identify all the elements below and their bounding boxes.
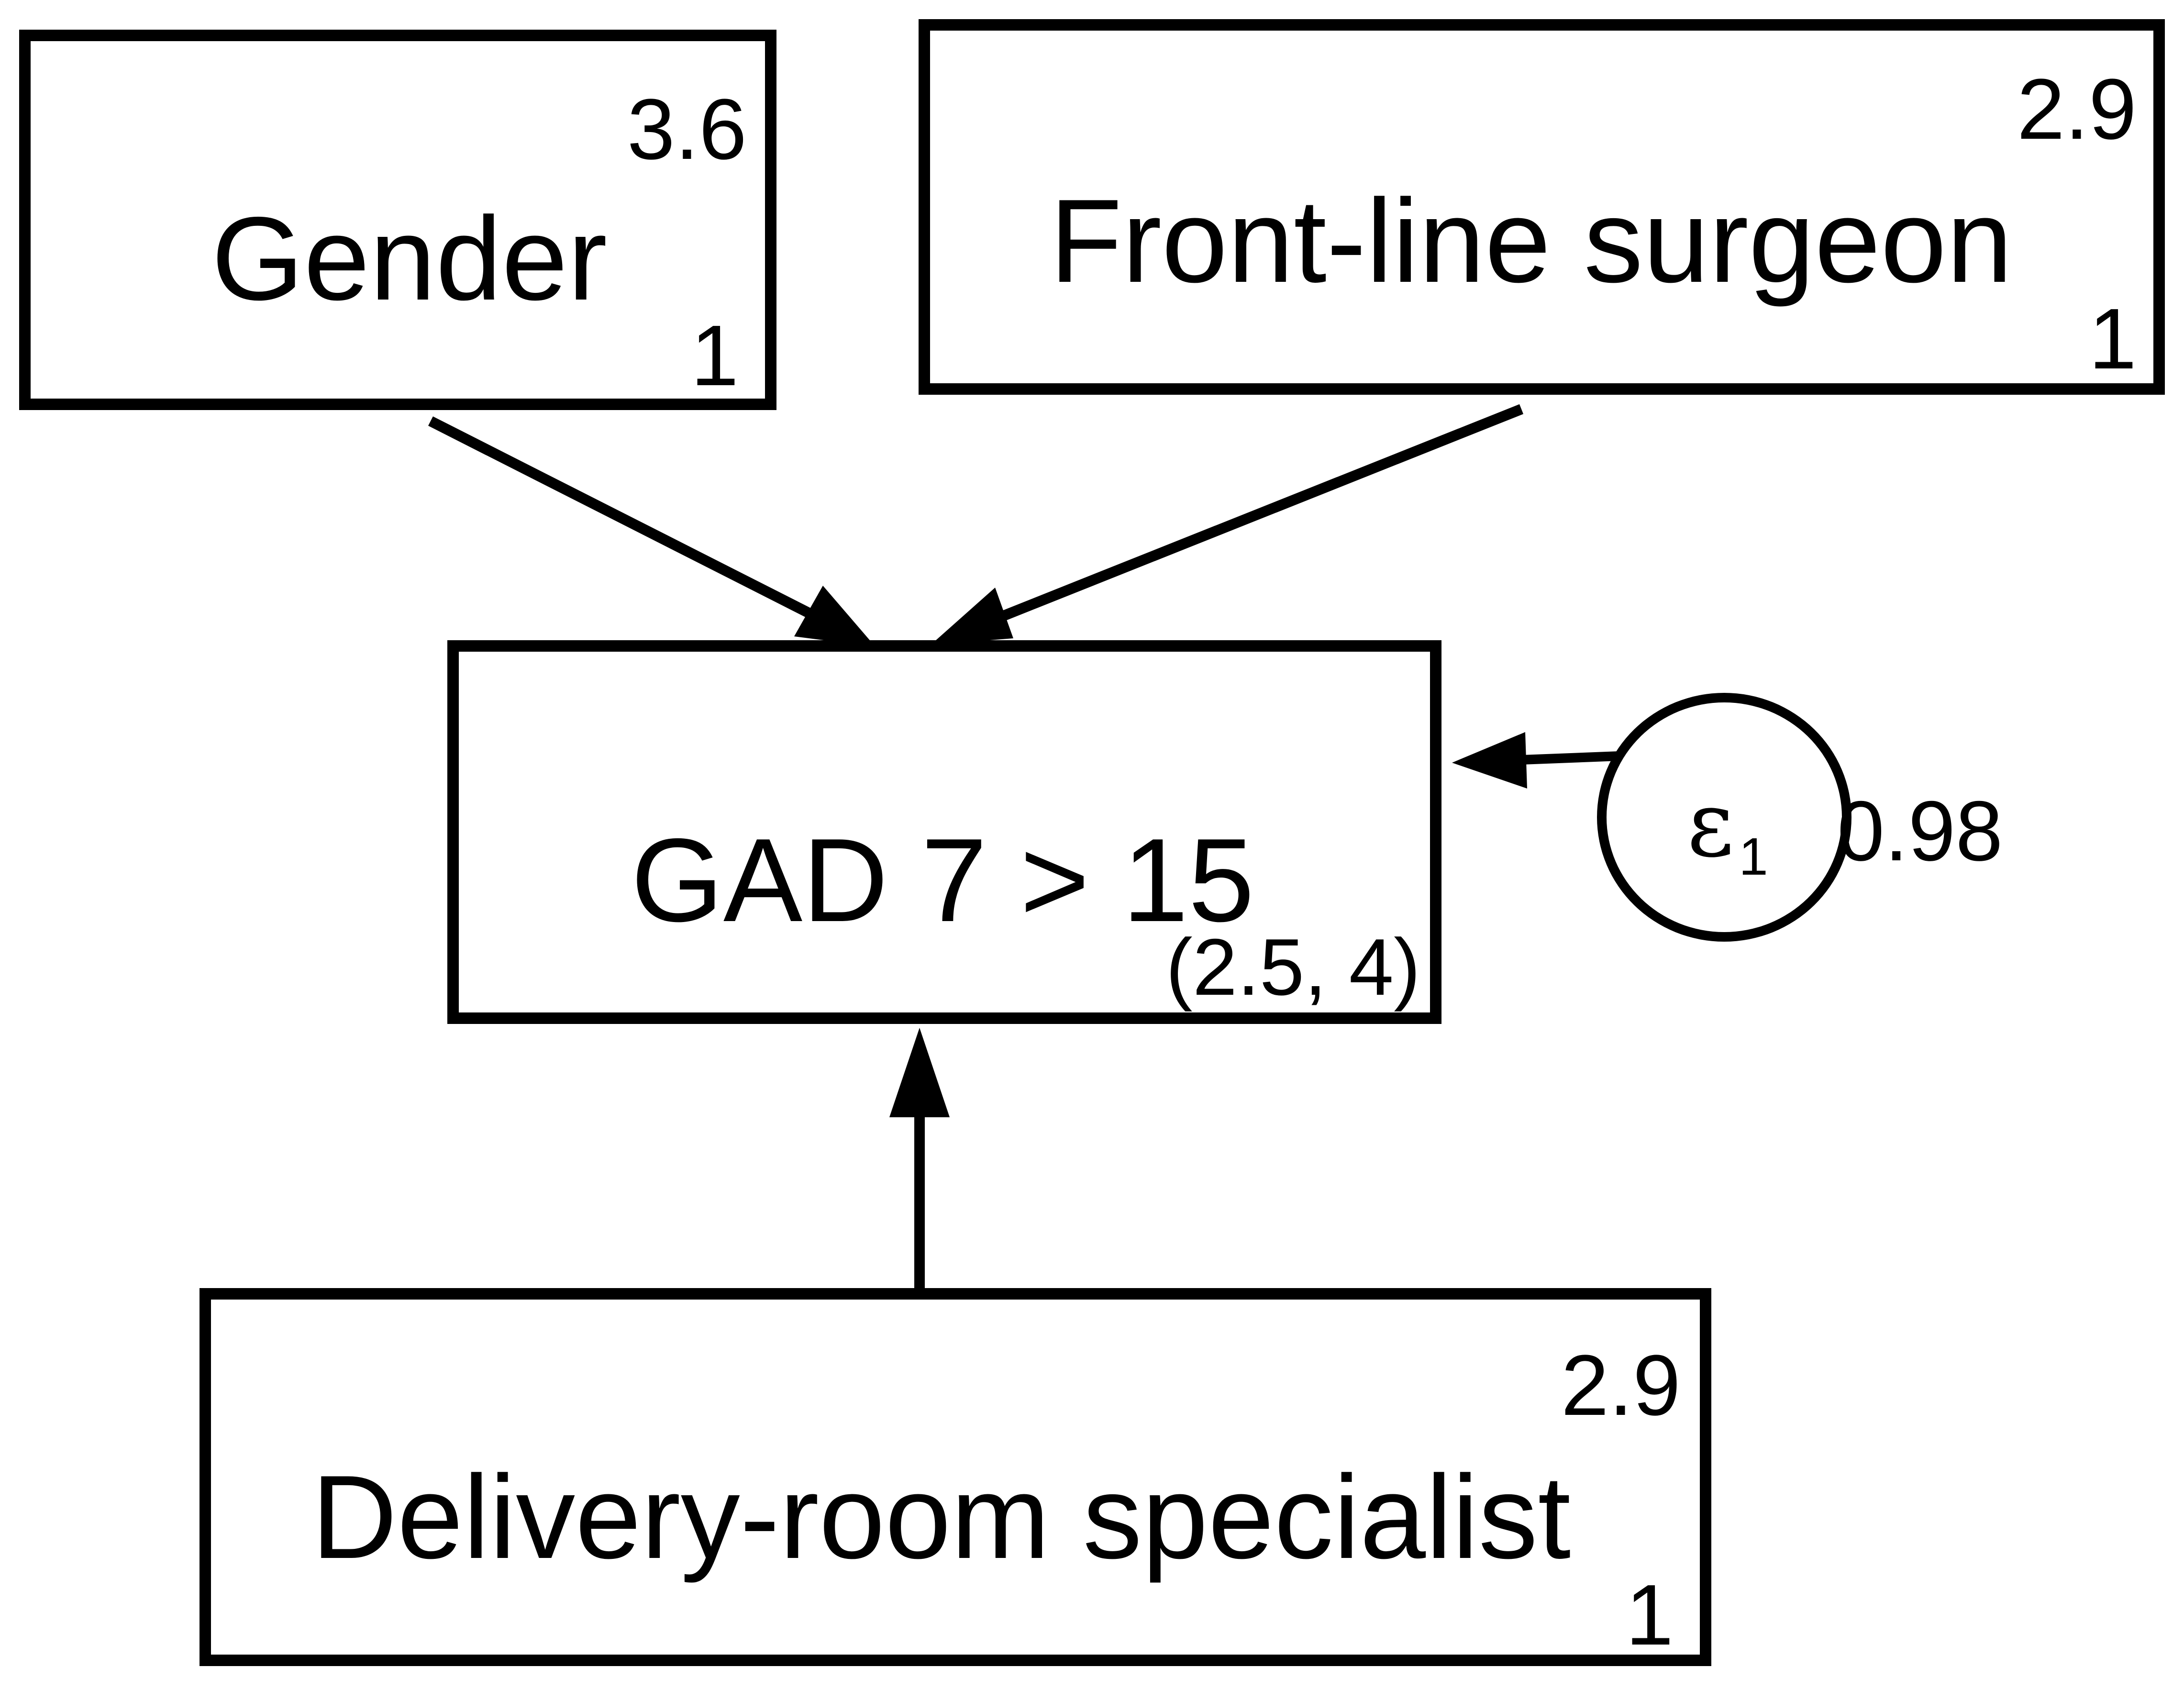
node-surgeon-top-value: 2.9 — [2017, 61, 2137, 157]
error-term-symbol: ε1 — [1687, 771, 1768, 886]
edge-error-to-gad7 — [1452, 732, 1620, 789]
node-surgeon-label: Front-line surgeon — [1050, 174, 2013, 307]
node-gender-label: Gender — [211, 192, 608, 325]
node-gender: 3.6 Gender 1 — [19, 30, 776, 410]
node-specialist-bottom-value: 1 — [1625, 1567, 1674, 1663]
node-gender-top-value: 3.6 — [627, 81, 747, 178]
error-term-variance: 0.98 — [1837, 783, 2003, 878]
node-surgeon-bottom-value: 1 — [2088, 291, 2137, 387]
node-gad7-label: GAD 7 > 15 — [631, 813, 1254, 946]
node-specialist-top-value: 2.9 — [1561, 1337, 1681, 1434]
error-term-circle: ε1 — [1597, 693, 1851, 942]
node-front-line-surgeon: 2.9 Front-line surgeon 1 — [919, 19, 2165, 395]
node-gender-bottom-value: 1 — [690, 308, 739, 404]
edge-gender-to-gad7 — [428, 416, 876, 647]
node-specialist-label: Delivery-room specialist — [311, 1450, 1571, 1583]
edge-surgeon-to-gad7 — [931, 404, 1524, 645]
node-gad7: GAD 7 > 15 (2.5, 4) — [447, 640, 1441, 1024]
node-delivery-room-specialist: 2.9 Delivery-room specialist 1 — [200, 1288, 1711, 1666]
edge-specialist-to-gad7 — [889, 1028, 950, 1288]
node-gad7-interval: (2.5, 4) — [1165, 922, 1420, 1012]
